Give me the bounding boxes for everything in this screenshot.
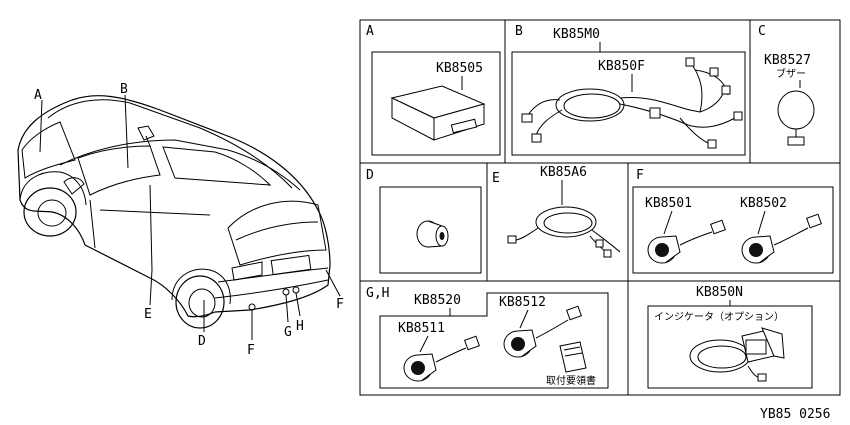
indicator-icon (689, 327, 785, 382)
callout-g: G (284, 325, 292, 340)
section-b-letter: B (515, 24, 523, 39)
callout-a: A (34, 88, 42, 103)
callout-f-lower: F (247, 343, 255, 358)
parts-grid (359, 19, 841, 396)
callout-e: E (144, 307, 152, 322)
diagram-code: YB85 0256 (760, 407, 830, 422)
sensor-kb8502-icon (741, 213, 822, 264)
section-gh-letter: G,H (366, 286, 389, 301)
section-c: C KB8527 ブザー (758, 24, 815, 146)
kit-kb85m0: KB85M0 (553, 27, 600, 42)
part-kb850n: KB850N (696, 285, 743, 300)
part-kb8527: KB8527 (764, 53, 811, 68)
section-a: A KB8505 (366, 24, 501, 156)
section-b: B KB85M0 KB850F (511, 24, 746, 156)
section-f: F KB8501 KB8502 (632, 168, 834, 274)
buzzer-icon (777, 90, 815, 146)
section-d: D (366, 168, 482, 274)
grommet-icon (416, 220, 449, 248)
part-kb8512: KB8512 (499, 295, 546, 310)
extension-cable-icon (507, 206, 621, 258)
control-unit-icon (390, 85, 486, 141)
section-gh: G,H KB8520 KB8512 KB8511 取付要領書 (366, 286, 609, 389)
vehicle-illustration (17, 95, 331, 329)
part-kb8501: KB8501 (645, 196, 692, 211)
sensor-kb8501-icon (647, 219, 726, 264)
part-kb8520: KB8520 (414, 293, 461, 308)
wiring-harness-icon (521, 57, 743, 149)
part-kb850f: KB850F (598, 59, 645, 74)
buzzer-caption: ブザー (776, 67, 806, 80)
section-indicator: KB850N インジケータ（オプション） (647, 285, 813, 389)
part-kb8511: KB8511 (398, 321, 445, 336)
sensor-kb8512-icon (503, 305, 582, 358)
section-c-letter: C (758, 24, 766, 39)
section-e: E KB85A6 (492, 165, 621, 258)
callout-f-rear: F (336, 297, 344, 312)
section-f-letter: F (636, 168, 644, 183)
sensor-kb8511-icon (403, 335, 480, 382)
part-kb8505: KB8505 (436, 61, 483, 76)
part-kb8502: KB8502 (740, 196, 787, 211)
section-e-letter: E (492, 171, 500, 186)
indicator-caption: インジケータ（オプション） (654, 311, 784, 323)
callout-leaders (39, 94, 341, 340)
callout-b: B (120, 82, 128, 97)
callout-d: D (198, 334, 206, 349)
section-d-letter: D (366, 168, 374, 183)
section-a-letter: A (366, 24, 374, 39)
part-kb85a6: KB85A6 (540, 165, 587, 180)
instruction-manual-icon (559, 341, 587, 373)
instruction-manual-caption: 取付要領書 (546, 374, 596, 387)
callout-h: H (296, 319, 304, 334)
